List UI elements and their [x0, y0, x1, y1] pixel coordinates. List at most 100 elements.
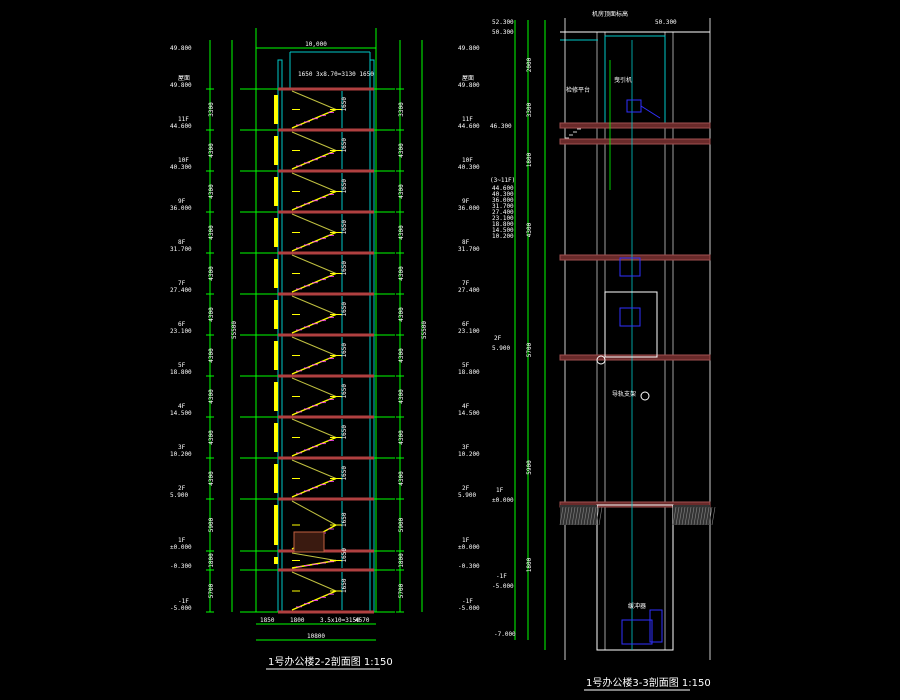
- stair-dim-text: 1650: [341, 179, 348, 194]
- floor-b1-elev: -5.000: [492, 583, 514, 590]
- typical-elev: 44.600: [492, 185, 514, 192]
- typical-elev: 31.700: [492, 203, 514, 210]
- typical-elev: 18.800: [492, 221, 514, 228]
- level-name-left: 7F: [178, 280, 186, 287]
- typical-elev: 14.500: [492, 227, 514, 234]
- level-name-left: 1F: [178, 537, 186, 544]
- floor-2f-name: 2F: [494, 335, 502, 342]
- floor-slab: [278, 251, 374, 255]
- level-elev-left: 18.800: [170, 369, 192, 376]
- level-name-left: 6F: [178, 321, 186, 328]
- stair-flight-return: [291, 377, 337, 397]
- level-elev-left: 10.200: [170, 451, 192, 458]
- stair-dim-text: 1650: [341, 384, 348, 399]
- window-strip: [274, 423, 278, 452]
- level-elev-left: 14.500: [170, 410, 192, 417]
- top-elevation-right: 49.800: [458, 45, 480, 52]
- car-fixture: [619, 257, 641, 277]
- story-height-left: 3300: [208, 102, 215, 117]
- level-name-left: 10F: [178, 157, 189, 164]
- right-dim-text: 3300: [526, 102, 533, 117]
- buffer: [621, 619, 653, 645]
- stair-dim-text: 1650: [341, 302, 348, 317]
- level-elev-left: 36.000: [170, 205, 192, 212]
- shaft-slab: [559, 138, 711, 145]
- pit-elev: -7.000: [494, 631, 516, 638]
- level-name-left: 8F: [178, 239, 186, 246]
- floor-slab: [278, 415, 374, 419]
- stair-dim-text: 1650: [341, 548, 348, 563]
- ground-hatch: [708, 506, 713, 526]
- level-elev-left: 31.700: [170, 246, 192, 253]
- stair-flight-return: [291, 418, 337, 438]
- floor-1f-elev: ±0.000: [492, 497, 514, 504]
- typical-elev: 23.100: [492, 215, 514, 222]
- ground-hatch: [687, 506, 692, 526]
- story-height-left: 4300: [208, 266, 215, 281]
- stair-flight-return: [291, 571, 337, 592]
- annotation-label: 导轨支架: [612, 390, 636, 398]
- window-strip: [274, 259, 278, 288]
- ground-hatch: [559, 506, 564, 526]
- annotation-label: 缓冲器: [628, 602, 646, 610]
- story-height-right: 4300: [398, 143, 405, 158]
- ground-hatch: [598, 506, 603, 526]
- ground-hatch: [583, 506, 588, 526]
- story-height-left: 1800: [208, 553, 215, 568]
- ground-hatch: [699, 506, 704, 526]
- total-height-left: 55500: [231, 321, 238, 339]
- level-name-left: 3F: [178, 444, 186, 451]
- story-height-right: 4300: [398, 266, 405, 281]
- floor-slab: [278, 169, 374, 173]
- floor-slab: [278, 610, 374, 614]
- floor-slab: [278, 374, 374, 378]
- ground-hatch: [690, 506, 695, 526]
- level-name-right: -1F: [462, 598, 473, 605]
- ground-hatch: [565, 506, 570, 526]
- floor-b1-name: -1F: [496, 573, 507, 580]
- typical-elev: 36.000: [492, 197, 514, 204]
- level-name-right: 9F: [462, 198, 470, 205]
- ground-hatch: [574, 506, 579, 526]
- level-elev-left: -5.000: [170, 605, 192, 612]
- story-height-left: 5700: [208, 583, 215, 598]
- top-elevation: 49.800: [170, 45, 192, 52]
- traction-machine: [626, 99, 642, 113]
- level-name-right: 11F: [462, 116, 473, 123]
- level-elev-right: 5.900: [458, 492, 476, 499]
- level-elev-right: ±0.000: [458, 544, 480, 551]
- bottom-dimension-text: 1800: [290, 617, 305, 624]
- right-dim-text: 2000: [526, 57, 533, 72]
- level-elev-left: -0.300: [170, 563, 192, 570]
- level-elev-left: 27.400: [170, 287, 192, 294]
- window-strip: [274, 505, 278, 545]
- story-height-right: 4300: [398, 389, 405, 404]
- story-height-left: 4300: [208, 184, 215, 199]
- level-name-left: 4F: [178, 403, 186, 410]
- floor-slab: [278, 128, 374, 132]
- story-height-right: 4300: [398, 225, 405, 240]
- ground-hatch: [595, 506, 600, 526]
- level-name-right: 10F: [462, 157, 473, 164]
- level-name-right: 2F: [462, 485, 470, 492]
- floor-slab: [278, 549, 374, 553]
- floor-2f-elev: 5.900: [492, 345, 510, 352]
- floor-slab: [278, 87, 374, 91]
- floor-slab: [278, 292, 374, 296]
- level-name-right: 8F: [462, 239, 470, 246]
- level-name-right: 3F: [462, 444, 470, 451]
- level-name-right: 屋面: [462, 75, 474, 82]
- top-elev-label: 50.300: [492, 29, 514, 36]
- story-height-left: 4300: [208, 143, 215, 158]
- story-height-right: 4300: [398, 348, 405, 363]
- typical-elev: 27.400: [492, 209, 514, 216]
- window-strip: [274, 341, 278, 370]
- level-name-right: 7F: [462, 280, 470, 287]
- story-height-left: 4300: [208, 430, 215, 445]
- ground-hatch: [684, 506, 689, 526]
- top-dimension-text: 10,000: [305, 41, 327, 48]
- level-name-right: 4F: [462, 403, 470, 410]
- window-strip: [274, 464, 278, 493]
- hatched-area: [293, 531, 325, 553]
